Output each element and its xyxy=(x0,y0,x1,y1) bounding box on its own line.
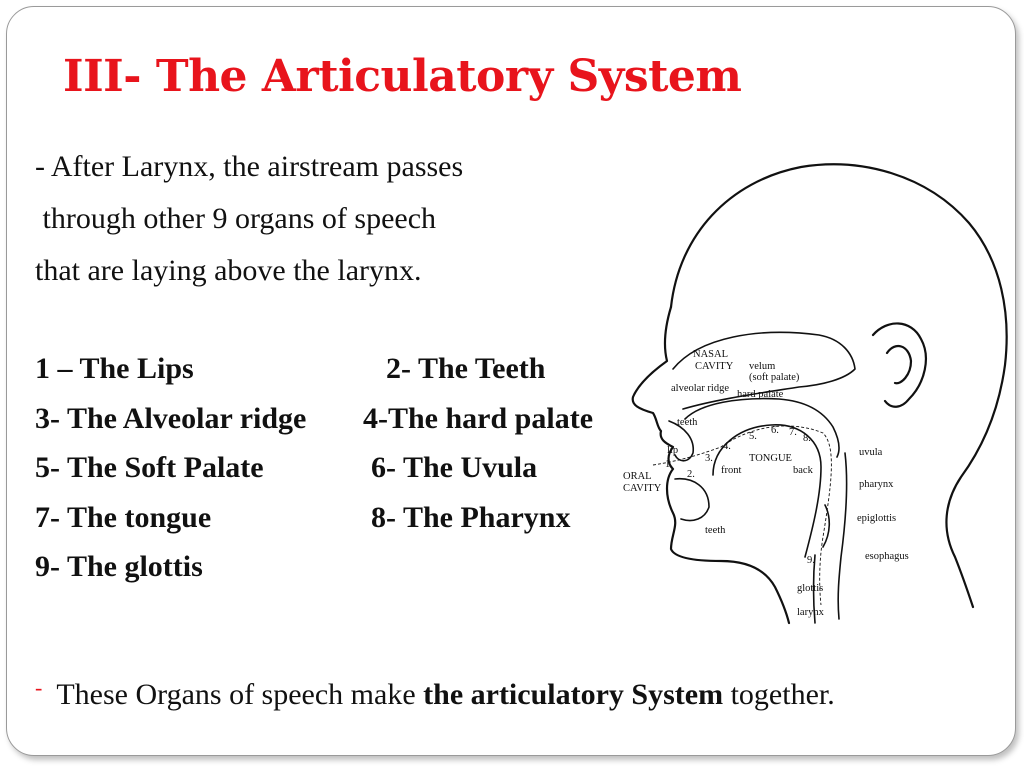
label-soft-palate: (soft palate) xyxy=(749,372,800,383)
pharynx-outline xyxy=(837,452,848,620)
epiglottis-outline xyxy=(822,504,831,548)
organ-item: 1 – The Lips xyxy=(35,352,194,385)
organ-row: 3- The Alveolar ridge 4-The hard palate xyxy=(35,394,615,444)
intro-text: - After Larynx, the airstream passes thr… xyxy=(35,141,463,297)
face-profile xyxy=(631,305,791,625)
ear-inner xyxy=(885,344,913,385)
label-epiglottis: epiglottis xyxy=(857,513,896,524)
label-tongue: TONGUE xyxy=(749,453,792,464)
organ-numbers: 1. 2. 3. 4. 5. 6. 7. 8. 9. xyxy=(665,425,815,566)
organ-number: 2. xyxy=(687,469,695,480)
vocal-tract-diagram: NASAL CAVITY velum (soft palate) alveola… xyxy=(609,157,1009,627)
head-outline xyxy=(669,163,1008,609)
organ-item: 8- The Pharynx xyxy=(371,500,571,534)
organ-row: 9- The glottis xyxy=(35,542,615,592)
label-teeth-upper: teeth xyxy=(677,417,698,428)
organ-number: 3. xyxy=(705,453,713,464)
summary-text-bold: the articulatory System xyxy=(423,678,724,711)
label-larynx: larynx xyxy=(797,607,825,618)
intro-line-2: through other 9 organs of speech xyxy=(35,202,437,235)
label-pharynx: pharynx xyxy=(859,479,894,490)
tongue-outline xyxy=(712,424,822,558)
label-oral: ORAL xyxy=(623,471,652,482)
organ-number: 6. xyxy=(771,425,779,436)
label-tongue-front: front xyxy=(721,465,741,476)
organ-item: 3- The Alveolar ridge xyxy=(35,401,307,435)
organ-number: 7. xyxy=(789,427,797,438)
vocal-tract-illustration: NASAL CAVITY velum (soft palate) alveola… xyxy=(623,163,1008,625)
label-teeth-lower: teeth xyxy=(705,525,726,536)
label-esophagus: esophagus xyxy=(865,551,909,562)
organ-row: 7- The tongue 8- The Pharynx xyxy=(35,493,615,543)
summary-text-start: These Organs of speech make xyxy=(56,678,424,711)
summary-text-end: together. xyxy=(723,678,835,711)
slide: III- The Articulatory System - After Lar… xyxy=(6,6,1016,756)
label-nasal: NASAL xyxy=(693,349,728,360)
intro-line-3: that are laying above the larynx. xyxy=(35,254,422,287)
label-nasal-cavity: CAVITY xyxy=(695,361,734,372)
label-tongue-back: back xyxy=(793,465,814,476)
palate-outline xyxy=(684,397,840,458)
organ-number: 4. xyxy=(723,441,731,452)
organ-row: 1 – The Lips 2- The Teeth xyxy=(35,344,615,394)
diagram-labels: NASAL CAVITY velum (soft palate) alveola… xyxy=(623,349,909,618)
organ-number: 1. xyxy=(665,459,673,470)
label-hard-palate: hard palate xyxy=(737,389,784,400)
organ-number: 9. xyxy=(807,555,815,566)
label-alveolar-ridge: alveolar ridge xyxy=(671,383,729,394)
slide-title: III- The Articulatory System xyxy=(63,51,742,102)
organ-item: 4-The hard palate xyxy=(363,401,594,435)
organ-number: 5. xyxy=(749,431,757,442)
label-oral-cavity: CAVITY xyxy=(623,483,662,494)
organ-item: 5- The Soft Palate xyxy=(35,451,264,484)
label-velum: velum xyxy=(749,361,775,372)
summary-bullet: -These Organs of speech make the articul… xyxy=(35,673,835,717)
organ-number: 8. xyxy=(803,433,811,444)
organ-row: 5- The Soft Palate 6- The Uvula xyxy=(35,443,615,493)
airstream-path xyxy=(652,425,832,606)
intro-line-1: - After Larynx, the airstream passes xyxy=(35,150,464,183)
label-uvula: uvula xyxy=(859,447,883,458)
lower-jaw-outline xyxy=(674,478,710,522)
bullet-marker: - xyxy=(35,675,43,700)
organ-item: 2- The Teeth xyxy=(386,352,546,385)
label-lip: lip xyxy=(667,445,678,456)
label-glottis: glottis xyxy=(797,583,823,594)
ear-outline xyxy=(871,322,927,408)
nasal-cavity-outline xyxy=(672,331,856,410)
organ-item: 9- The glottis xyxy=(35,550,203,583)
larynx-outline xyxy=(812,554,816,624)
organ-item: 7- The tongue xyxy=(35,500,212,534)
organ-item: 6- The Uvula xyxy=(371,451,538,484)
organs-list: 1 – The Lips 2- The Teeth 3- The Alveola… xyxy=(35,344,615,592)
